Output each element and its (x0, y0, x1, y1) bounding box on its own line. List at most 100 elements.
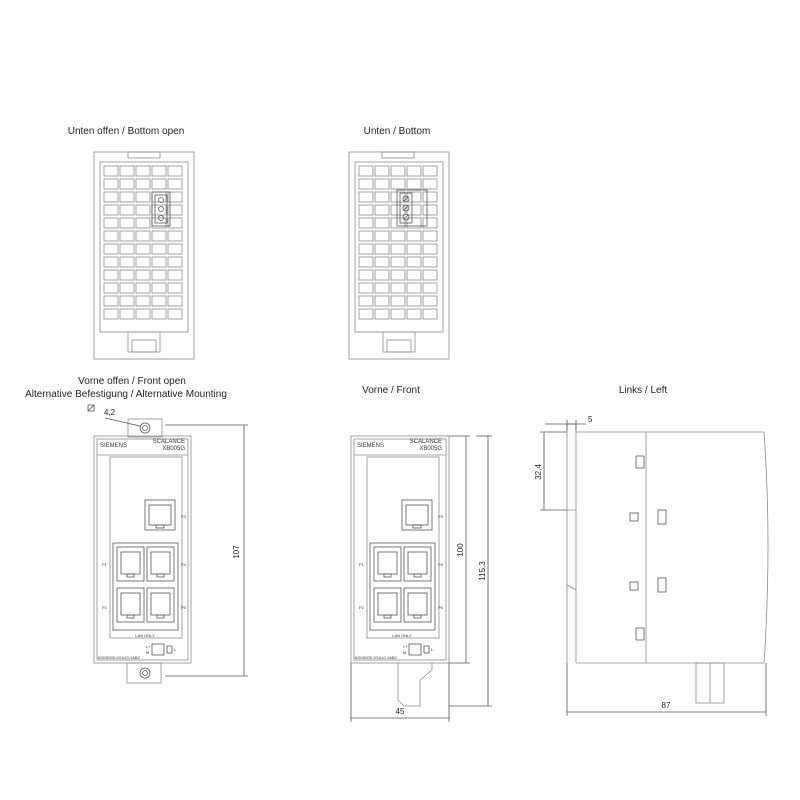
vent-slot (390, 282, 406, 294)
vent-slot (406, 269, 422, 281)
vent-slot (358, 230, 374, 242)
vent-slot (390, 230, 406, 242)
front-label-p3: P3 (438, 514, 444, 519)
bottom-title: Unten / Bottom (364, 126, 431, 137)
vent-slot (135, 269, 151, 281)
vent-slot (103, 256, 119, 268)
vent-slot (374, 269, 390, 281)
vent-slot (422, 243, 438, 255)
vent-slot (406, 282, 422, 294)
vent-slot (119, 243, 135, 255)
vent-slot (103, 295, 119, 307)
vent-slot (151, 243, 167, 255)
vent-slot (167, 308, 183, 320)
label-p1: P1 (102, 562, 108, 567)
vent-slot (422, 165, 438, 177)
vent-slot (374, 204, 390, 216)
rail-32-dim: 32,4 (534, 464, 543, 480)
terminal-l: L (174, 647, 177, 652)
vent-slot (358, 269, 374, 281)
order-number: 6GK5005-0GA10-1AB2 (98, 655, 141, 660)
vent-slot (103, 191, 119, 203)
vent-slot (422, 217, 438, 229)
vent-slot (390, 191, 406, 203)
vent-slot (358, 178, 374, 190)
height-115-dim: 115,3 (478, 561, 487, 581)
vent-slot (167, 165, 183, 177)
vent-slot (103, 308, 119, 320)
front-lan-only-label: LAN ONLY (392, 633, 412, 638)
left-title: Links / Left (619, 385, 668, 396)
bottom-vent-grid (358, 165, 438, 320)
front-terminal-m: M (403, 650, 406, 655)
vent-slot (135, 256, 151, 268)
vent-slot (119, 295, 135, 307)
front-port-p5 (403, 587, 432, 623)
vent-slot (406, 256, 422, 268)
vent-slot (422, 204, 438, 216)
vent-slot (119, 204, 135, 216)
vent-slot (422, 308, 438, 320)
vent-slot (103, 269, 119, 281)
front-terminal-l: L (431, 647, 434, 652)
vent-slot (422, 230, 438, 242)
vent-slot (151, 282, 167, 294)
vent-slot (390, 165, 406, 177)
vent-slot (406, 230, 422, 242)
label-p3: P3 (181, 514, 187, 519)
left-view: 5 32,4 87 (534, 415, 769, 716)
lan-only-label: LAN ONLY (135, 633, 155, 638)
vent-slot (135, 282, 151, 294)
bottom-terminal-block (396, 189, 428, 227)
front-open-view: 4,2 SIEMENS SCALANCE XB005G P3 (87, 404, 248, 684)
product-line: SCALANCE (153, 439, 185, 445)
vent-slot (390, 269, 406, 281)
front-product-line: SCALANCE (410, 439, 442, 445)
port-p1 (116, 546, 145, 582)
label-p2: P2 (102, 605, 108, 610)
vent-slot (358, 295, 374, 307)
vent-slot (358, 204, 374, 216)
vent-slot (358, 282, 374, 294)
port-p5 (146, 587, 175, 623)
front-title: Vorne / Front (362, 385, 420, 396)
vent-slot (135, 217, 151, 229)
front-open-title: Vorne offen / Front open (78, 376, 186, 387)
vent-slot (390, 204, 406, 216)
vent-slot (358, 308, 374, 320)
vent-slot (422, 269, 438, 281)
bottom-open-terminal-block (151, 191, 171, 227)
vent-slot (422, 178, 438, 190)
vent-slot (103, 204, 119, 216)
vent-slot (103, 230, 119, 242)
vent-slot (374, 295, 390, 307)
brand-logo: SIEMENS (100, 443, 127, 449)
bottom-open-title: Unten offen / Bottom open (68, 126, 185, 137)
hole-dim: 4,2 (104, 408, 116, 417)
vent-slot (119, 269, 135, 281)
vent-slot (119, 217, 135, 229)
port-p4 (146, 546, 175, 582)
bottom-open-vent-grid (103, 165, 183, 320)
vent-slot (374, 178, 390, 190)
vent-slot (167, 282, 183, 294)
front-port-p4 (403, 546, 432, 582)
depth-87-dim: 87 (662, 701, 671, 710)
vent-slot (119, 191, 135, 203)
front-terminal-connector (408, 643, 422, 656)
vent-slot (358, 243, 374, 255)
vent-slot (151, 165, 167, 177)
vent-slot (103, 243, 119, 255)
vent-slot (390, 295, 406, 307)
vent-slot (103, 282, 119, 294)
front-port-p2 (373, 587, 402, 623)
vent-slot (135, 204, 151, 216)
height-100-dim: 100 (456, 543, 465, 557)
vent-slot (167, 191, 183, 203)
vent-slot (406, 308, 422, 320)
vent-slot (390, 256, 406, 268)
vent-slot (167, 269, 183, 281)
vent-slot (167, 204, 183, 216)
vent-slot (374, 243, 390, 255)
status-led (166, 645, 173, 654)
